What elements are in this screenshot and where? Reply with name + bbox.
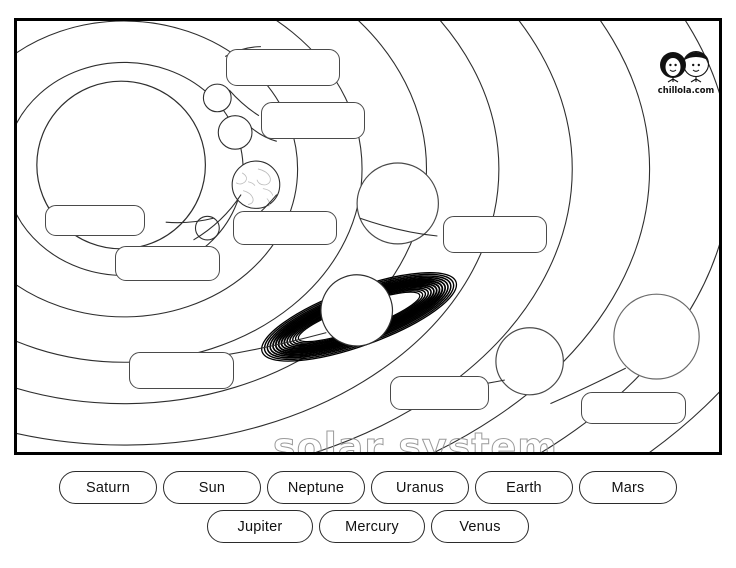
uranus-body [495, 327, 564, 396]
jupiter-body [356, 162, 439, 245]
label-box-3[interactable] [45, 205, 145, 236]
word-bank-row-2: Jupiter Mercury Venus [0, 510, 736, 543]
logo-face-left [660, 52, 686, 83]
word-pill-venus[interactable]: Venus [431, 510, 529, 543]
word-pill-neptune[interactable]: Neptune [267, 471, 365, 504]
diagram-title: solar system [273, 425, 558, 455]
saturn-body [261, 272, 458, 362]
label-box-4[interactable] [233, 211, 337, 245]
diagram-artwork [17, 21, 719, 452]
word-pill-earth[interactable]: Earth [475, 471, 573, 504]
chillola-logo-caption: chillola.com [658, 85, 715, 95]
word-pill-saturn[interactable]: Saturn [59, 471, 157, 504]
label-box-5[interactable] [115, 246, 220, 281]
word-pill-jupiter[interactable]: Jupiter [207, 510, 313, 543]
word-pill-mars[interactable]: Mars [579, 471, 677, 504]
logo-face-right [682, 50, 710, 83]
label-box-2[interactable] [261, 102, 365, 139]
chillola-logo: chillola.com [653, 48, 719, 96]
word-pill-uranus[interactable]: Uranus [371, 471, 469, 504]
neptune-body [613, 293, 700, 380]
chillola-logo-artwork: chillola.com [658, 50, 715, 95]
word-pill-mercury[interactable]: Mercury [319, 510, 425, 543]
label-box-9[interactable] [581, 392, 686, 424]
label-box-6[interactable] [443, 216, 547, 253]
word-bank: Saturn Sun Neptune Uranus Earth Mars Jup… [0, 462, 736, 568]
label-box-1[interactable] [226, 49, 340, 86]
venus-body [217, 115, 253, 150]
word-bank-row-1: Saturn Sun Neptune Uranus Earth Mars [0, 471, 736, 504]
mars-body [194, 215, 220, 241]
word-pill-sun[interactable]: Sun [163, 471, 261, 504]
mercury-body [202, 83, 232, 113]
solar-system-diagram: solar system [14, 18, 722, 455]
earth-body [231, 160, 281, 209]
label-box-7[interactable] [129, 352, 234, 389]
label-box-8[interactable] [390, 376, 489, 410]
